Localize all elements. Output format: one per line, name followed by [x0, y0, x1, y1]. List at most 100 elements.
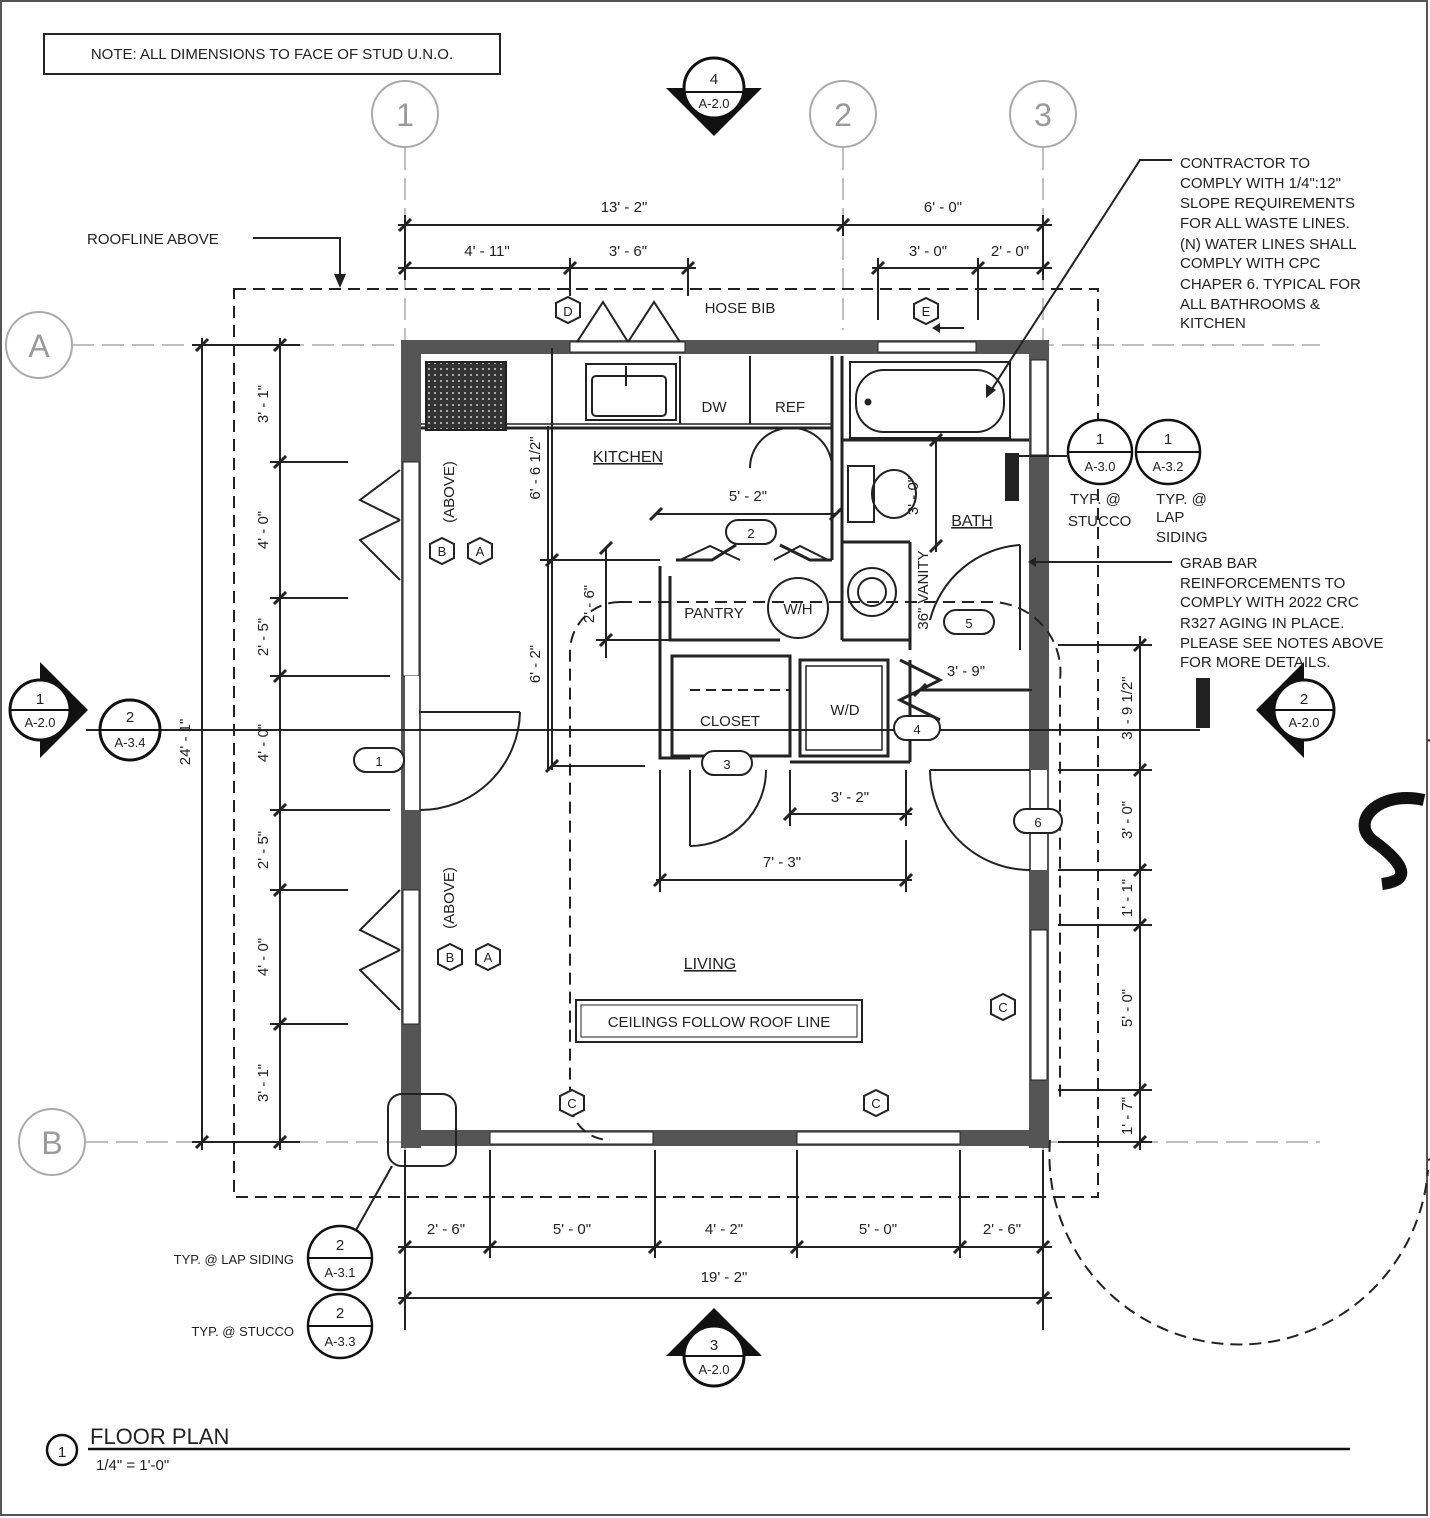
door-tags — [353, 519, 1063, 834]
grab-bar-note-line-4: R327 AGING IN PLACE. — [1180, 615, 1344, 632]
dim-wd-w: 3' - 2" — [831, 789, 869, 806]
dim-left-1: 3' - 1" — [255, 385, 272, 423]
dim-left-5: 2' - 5" — [255, 831, 272, 869]
section-marker-a34-num: 2 — [126, 709, 134, 726]
dim-left-overall: 24' - 1" — [177, 719, 194, 766]
dim-right-5: 1' - 7" — [1119, 1097, 1136, 1135]
contractor-note-line-8: ALL BATHROOMS & — [1180, 296, 1320, 313]
grab-bar-note-line-5: PLEASE SEE NOTES ABOVE — [1180, 635, 1383, 652]
room-pantry: PANTRY — [684, 605, 743, 622]
detail-marker-a32-num: 1 — [1164, 431, 1172, 448]
room-living: LIVING — [684, 956, 736, 973]
drawing-title-block: 1 FLOOR PLAN 1/4" = 1'-0" — [45, 1424, 1350, 1474]
grid-bubble-3: 3 — [1009, 80, 1077, 148]
section-marker-right-sheet: A-2.0 — [1288, 715, 1319, 730]
doors — [358, 300, 1031, 1011]
detail-marker-a32: 1 A-3.2 TYP. @ LAP SIDING — [1134, 418, 1208, 546]
room-wd: W/D — [830, 702, 859, 719]
dim-left-6: 4' - 0" — [255, 938, 272, 976]
window-tag-labels: D E B A B A C C C — [438, 304, 1008, 1111]
dim-kitchen-h2: 6' - 2" — [527, 645, 544, 683]
window-tags — [429, 295, 1016, 1118]
door-tag-1: 1 — [375, 754, 382, 769]
general-note: NOTE: ALL DIMENSIONS TO FACE OF STUD U.N… — [43, 33, 501, 75]
window-tag-d: D — [563, 304, 572, 319]
dim-top-c: 3' - 0" — [909, 243, 947, 260]
section-marker-a34: 2 A-3.4 — [98, 698, 162, 762]
cooktop — [425, 361, 507, 431]
dim-top-d: 2' - 0" — [991, 243, 1029, 260]
hose-bib-label: HOSE BIB — [705, 300, 776, 317]
section-marker-top: 4 A-2.0 — [666, 56, 762, 136]
door-tag-3: 3 — [723, 757, 730, 772]
above-label-upper: (ABOVE) — [441, 461, 458, 523]
dim-pantry-w: 5' - 2" — [729, 488, 767, 505]
contractor-note-line-4: FOR ALL WASTE LINES. — [1180, 215, 1350, 232]
window-tag-c-left: C — [567, 1096, 576, 1111]
door-tag-labels: 1 2 3 4 5 6 — [375, 526, 1041, 830]
grid-label-a: A — [28, 328, 50, 364]
room-closet: CLOSET — [700, 713, 760, 730]
toilet — [847, 465, 917, 523]
corner-detail-callout — [387, 1093, 457, 1167]
contractor-note-line-2: COMPLY WITH 1/4":12" — [1180, 175, 1341, 192]
window-tag-a-lower: A — [484, 950, 493, 965]
detail-caption-a33: TYP. @ STUCCO — [191, 1324, 294, 1339]
contractor-note: CONTRACTOR TO COMPLY WITH 1/4":12" SLOPE… — [986, 155, 1361, 398]
detail-marker-a33-num: 2 — [336, 1305, 344, 1322]
contractor-note-line-9: KITCHEN — [1180, 315, 1246, 332]
detail-caption-a30-line1: TYP. @ — [1070, 491, 1121, 508]
contractor-note-line-7: CHAPER 6. TYPICAL FOR — [1180, 276, 1361, 293]
section-marker-a34-sheet: A-3.4 — [114, 735, 145, 750]
detail-marker-a31-sheet: A-3.1 — [324, 1265, 355, 1280]
detail-caption-a32-line3: SIDING — [1156, 529, 1208, 546]
detail-marker-a30-num: 1 — [1096, 431, 1104, 448]
grid-label-2: 2 — [834, 97, 852, 133]
section-marker-right-num: 2 — [1300, 691, 1308, 708]
grab-bar-note: GRAB BAR REINFORCEMENTS TO COMPLY WITH 2… — [1028, 555, 1383, 671]
water-heater: W/H — [767, 577, 829, 639]
water-heater-label: W/H — [783, 601, 812, 618]
room-labels: KITCHEN BATH LIVING PANTRY CLOSET W/D DW… — [441, 300, 993, 973]
dim-top-overall-right: 6' - 0" — [924, 199, 962, 216]
dim-kitchen-h: 6' - 6 1/2" — [527, 436, 544, 499]
section-marker-left-sheet: A-2.0 — [24, 715, 55, 730]
overhead-dashed-lines — [569, 600, 1430, 1346]
general-note-text: NOTE: ALL DIMENSIONS TO FACE OF STUD U.N… — [91, 46, 453, 63]
dim-right-1: 3' - 9 1/2" — [1119, 676, 1136, 739]
grab-bar-note-line-3: COMPLY WITH 2022 CRC — [1180, 594, 1359, 611]
dim-left-7: 3' - 1" — [255, 1064, 272, 1102]
dim-bath-h: 3' - 0" — [905, 477, 922, 515]
window-tag-b-lower: B — [446, 950, 455, 965]
dim-left-3: 2' - 5" — [255, 618, 272, 656]
window-tag-b-upper: B — [438, 544, 447, 559]
roofline-outline — [233, 288, 1099, 1198]
drawing-scale: 1/4" = 1'-0" — [96, 1457, 169, 1474]
detail-marker-a31-num: 2 — [336, 1237, 344, 1254]
grid-bubble-2: 2 — [809, 80, 877, 148]
window-tag-c-bottom: C — [871, 1096, 880, 1111]
door-tag-6: 6 — [1034, 815, 1041, 830]
section-marker-bottom-num: 3 — [710, 1337, 718, 1354]
dim-top-overall-left: 13' - 2" — [601, 199, 648, 216]
door-tag-4: 4 — [913, 722, 920, 737]
window-tag-c-right: C — [998, 1000, 1007, 1015]
s-symbol — [1358, 792, 1426, 890]
bath-sink — [847, 567, 897, 617]
section-marker-bottom-sheet: A-2.0 — [698, 1362, 729, 1377]
bathtub — [849, 361, 1011, 439]
detail-caption-a30-line2: STUCCO — [1068, 513, 1131, 530]
detail-marker-a32-sheet: A-3.2 — [1152, 459, 1183, 474]
section-marker-left: 1 A-2.0 — [8, 662, 88, 758]
grid-label-1: 1 — [396, 97, 414, 133]
grid-label-3: 3 — [1034, 97, 1052, 133]
contractor-note-line-3: SLOPE REQUIREMENTS — [1180, 195, 1355, 212]
door-tag-5: 5 — [965, 616, 972, 631]
grab-bar-note-line-2: REINFORCEMENTS TO — [1180, 575, 1345, 592]
contractor-note-line-5: (N) WATER LINES SHALL — [1180, 236, 1357, 253]
vanity-label: 36" VANITY — [915, 550, 932, 629]
window-tag-e: E — [922, 304, 931, 319]
section-marker-left-num: 1 — [36, 691, 44, 708]
grid-bubble-a: A — [5, 311, 73, 379]
appliance-dw: DW — [702, 399, 728, 416]
